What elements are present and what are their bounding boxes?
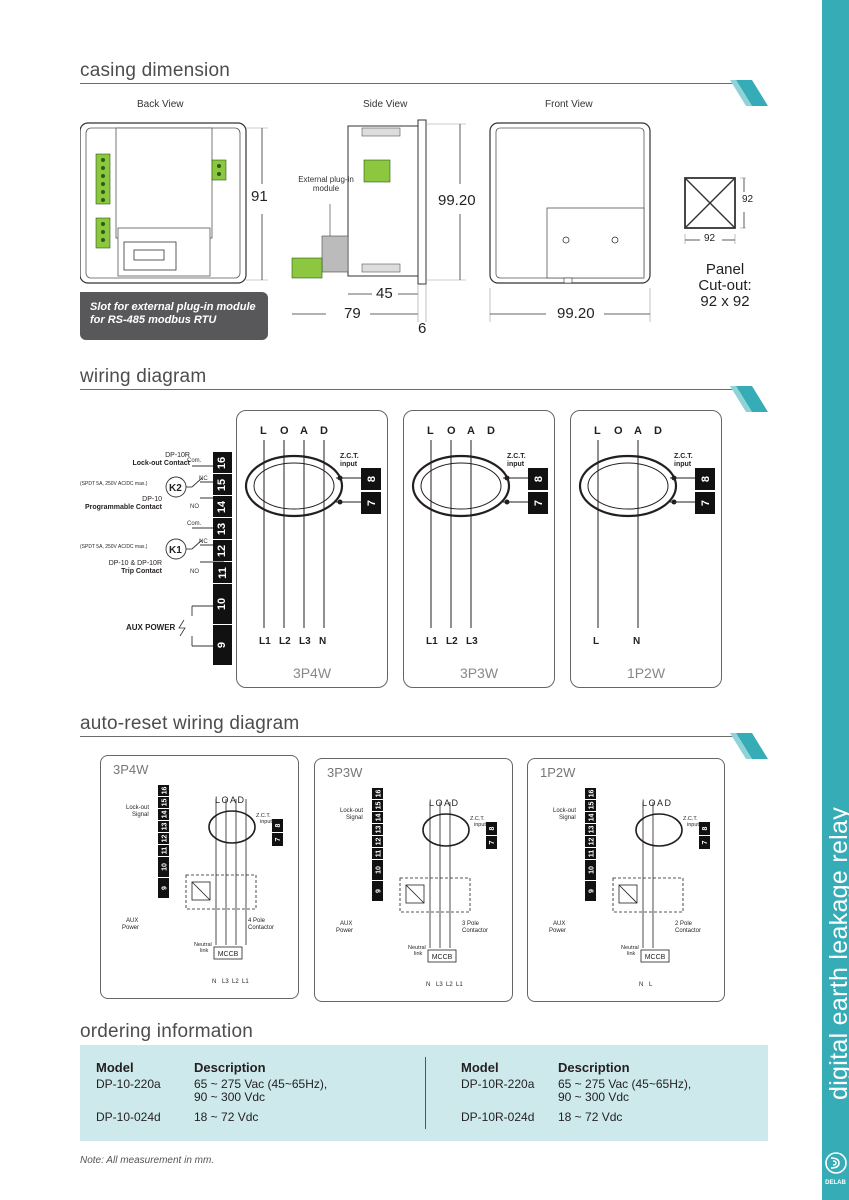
autoreset-box-label: 3P3W xyxy=(327,765,363,780)
terminal-11: 11 xyxy=(213,562,232,583)
section-title-autoreset: auto-reset wiring diagram xyxy=(80,713,300,734)
wiring-box-3p3w: 3P3W xyxy=(403,410,555,688)
wiring-box-label: 3P4W xyxy=(292,665,332,681)
front-view-label: Front View xyxy=(545,99,593,110)
section-title-casing: casing dimension xyxy=(80,60,231,81)
description-cell: 65 ~ 275 Vac (45~65Hz), xyxy=(194,1077,328,1091)
delab-logo-icon xyxy=(824,1152,847,1174)
section-title-ordering: ordering information xyxy=(80,1021,253,1042)
panel-line: Panel xyxy=(705,261,745,278)
slot-callout: Slot for external plug-in module for RS-… xyxy=(80,292,268,340)
k2-nc-label: NC xyxy=(199,476,208,482)
k1-no-label: NO xyxy=(190,569,199,575)
autoreset-box-label: 3P4W xyxy=(113,762,149,777)
panel-cutout-drawing xyxy=(684,177,746,244)
k2-model: DP-10R xyxy=(165,452,190,459)
section-accent-icon xyxy=(730,80,768,106)
model-cell: DP-10-220a xyxy=(96,1077,161,1091)
panel-cutout-label: Panel Cut-out: 92 x 92 xyxy=(680,262,770,310)
terminal-12: 12 xyxy=(213,540,232,561)
ordering-table: Model Description DP-10-220a 65 ~ 275 Va… xyxy=(80,1045,768,1141)
k2-title-2: Programmable Contact xyxy=(84,504,162,511)
autoreset-box-label: 1P2W xyxy=(540,765,576,780)
k1-com-label: Com. xyxy=(187,521,202,527)
model-cell: DP-10-024d xyxy=(96,1110,161,1124)
k1-spdt: (SPDT 5A, 250V AC/DC max.) xyxy=(80,544,148,550)
section-title-wiring: wiring diagram xyxy=(80,366,207,387)
autoreset-box-3p4w: 3P4W xyxy=(100,755,299,999)
k2-com-label: Com. xyxy=(187,458,202,464)
wiring-box-3p4w: 3P4W xyxy=(236,410,388,688)
dim-92-right: 92 xyxy=(742,194,754,205)
description-cell: 18 ~ 72 Vdc xyxy=(194,1110,259,1124)
model-header-right: Model xyxy=(461,1060,499,1075)
column-divider xyxy=(425,1057,426,1129)
section-rule xyxy=(80,389,740,390)
description-header-right: Description xyxy=(558,1060,630,1075)
dim-6: 6 xyxy=(418,320,427,337)
k1-model: DP-10 & DP-10R xyxy=(108,560,162,567)
section-accent-icon xyxy=(730,733,768,759)
dim-92-bottom: 92 xyxy=(704,233,716,244)
terminal-10: 10 xyxy=(213,584,232,624)
wiring-box-label: 3P3W xyxy=(459,665,499,681)
k1-label: K1 xyxy=(169,545,182,556)
section-accent-icon xyxy=(730,386,768,412)
k2-no-label: NO xyxy=(190,504,199,510)
panel-line: Cut-out: xyxy=(698,277,752,294)
casing-drawing xyxy=(80,119,651,322)
model-cell: DP-10R-220a xyxy=(461,1077,535,1091)
model-cell: DP-10R-024d xyxy=(461,1110,535,1124)
description-cell: 90 ~ 300 Vdc xyxy=(558,1090,630,1104)
description-header-left: Description xyxy=(194,1060,266,1075)
aux-power-label: AUX POWER xyxy=(126,623,176,632)
terminal-9: 9 xyxy=(213,625,232,665)
terminal-15: 15 xyxy=(213,474,232,495)
model-header-left: Model xyxy=(96,1060,134,1075)
wiring-box-1p2w: 1P2W xyxy=(570,410,722,688)
brand-sidebar xyxy=(822,0,849,1200)
side-view-label: Side View xyxy=(363,99,408,110)
panel-line: 92 x 92 xyxy=(700,293,750,310)
k2-model-2: DP-10 xyxy=(142,496,162,503)
dim-45: 45 xyxy=(376,285,393,302)
k2-label: K2 xyxy=(169,483,182,494)
k1-title: Trip Contact xyxy=(121,568,162,575)
autoreset-box-1p2w: 1P2W xyxy=(527,758,725,1002)
lightning-icon xyxy=(178,619,186,637)
description-cell: 90 ~ 300 Vdc xyxy=(194,1090,266,1104)
brand-name: DELAB xyxy=(825,1180,846,1186)
wiring-box-label: 1P2W xyxy=(626,665,666,681)
dim-99-20-side: 99.20 xyxy=(438,192,476,209)
module-label: External plug-in module xyxy=(298,175,354,193)
section-rule xyxy=(80,83,740,84)
dim-79: 79 xyxy=(344,305,361,322)
k2-title: Lock-out Contact xyxy=(132,460,190,467)
back-view-label: Back View xyxy=(137,99,184,110)
autoreset-box-3p3w: 3P3W xyxy=(314,758,513,1002)
brand-logo: DELAB xyxy=(822,1152,849,1186)
terminal-14: 14 xyxy=(213,496,232,517)
measurement-note: Note: All measurement in mm. xyxy=(80,1155,215,1166)
k2-spdt: (SPDT 5A, 250V AC/DC max.) xyxy=(80,481,148,487)
k1-nc-label: NC xyxy=(199,539,208,545)
sidebar-title: digital earth leakage relay xyxy=(825,807,849,1100)
k1-description: DP-10 & DP-10R Trip Contact xyxy=(80,560,162,576)
dim-99-20-front: 99.20 xyxy=(557,305,595,322)
dim-91: 91 xyxy=(251,188,268,205)
terminal-16: 16 xyxy=(213,452,232,473)
section-rule xyxy=(80,736,740,737)
k2-description-2: DP-10 Programmable Contact xyxy=(80,496,162,512)
description-cell: 18 ~ 72 Vdc xyxy=(558,1110,623,1124)
terminal-13: 13 xyxy=(213,518,232,539)
description-cell: 65 ~ 275 Vac (45~65Hz), xyxy=(558,1077,692,1091)
k2-description: DP-10R Lock-out Contact xyxy=(80,452,190,468)
